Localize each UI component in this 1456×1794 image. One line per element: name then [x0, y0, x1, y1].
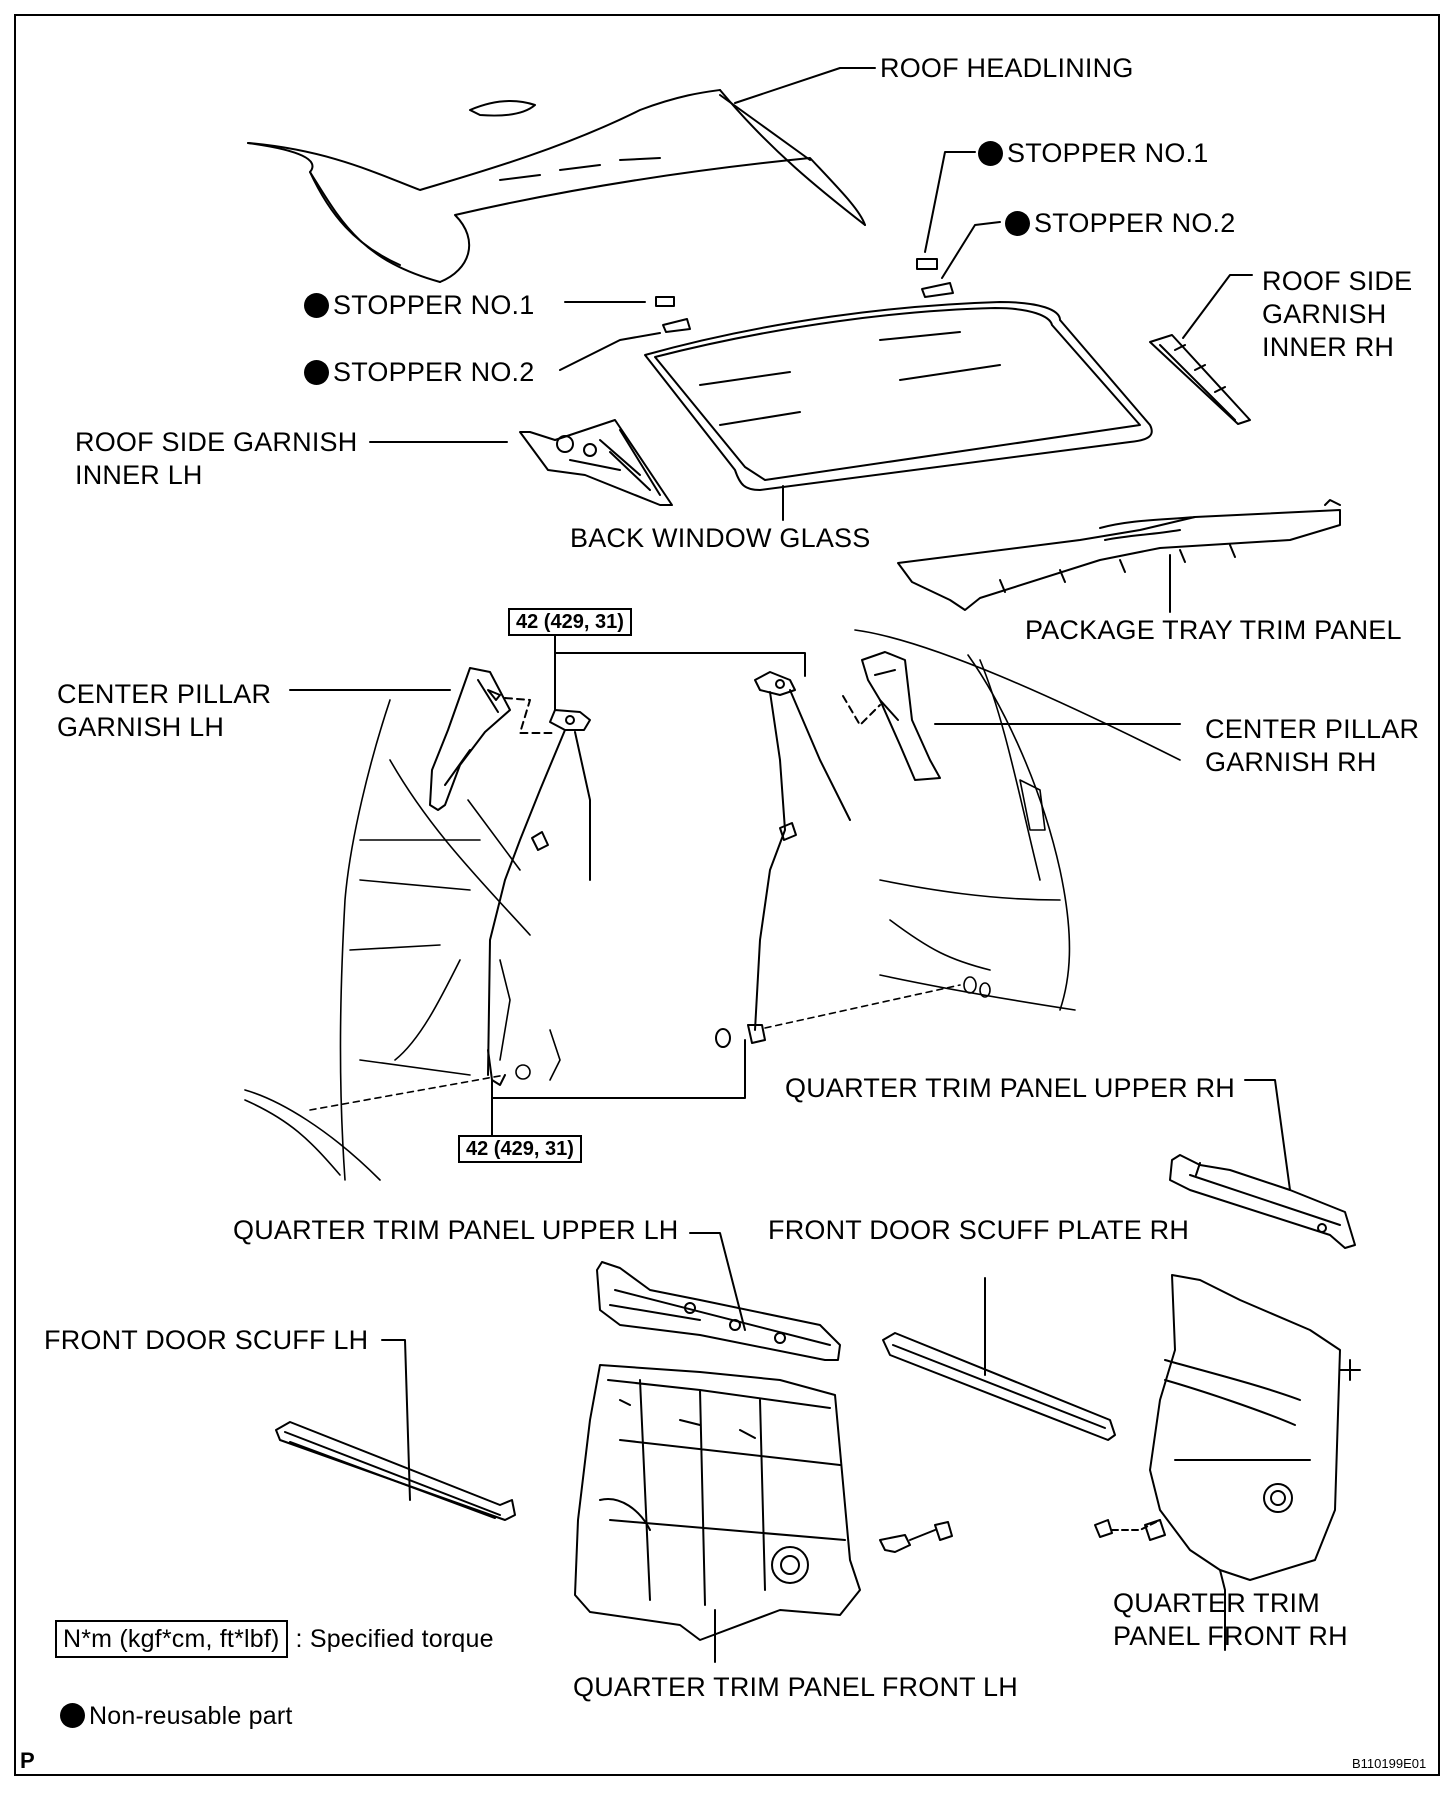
- label-center-pillar-rh-1: CENTER PILLAR: [1205, 714, 1420, 744]
- legend-torque-unit-box: N*m (kgf*cm, ft*lbf): [55, 1620, 288, 1658]
- non-reusable-dot-icon: [304, 293, 329, 318]
- figure-code: B110199E01: [1352, 1756, 1427, 1771]
- label-quarter-trim-front-rh-2: PANEL FRONT RH: [1113, 1621, 1348, 1651]
- quarter-trim-front-rh-part: [1149, 1274, 1361, 1581]
- label-quarter-trim-upper-lh: QUARTER TRIM PANEL UPPER LH: [233, 1215, 679, 1245]
- label-front-door-scuff-rh: FRONT DOOR SCUFF PLATE RH: [768, 1215, 1190, 1245]
- clip-bolt-rh-part: [1094, 1519, 1166, 1541]
- non-reusable-dot-icon: [60, 1703, 85, 1728]
- stopper-no1-left-shape: [655, 296, 675, 307]
- quarter-trim-front-lh-part: [574, 1364, 861, 1641]
- corner-letter: P: [20, 1748, 35, 1773]
- label-quarter-trim-front-lh: QUARTER TRIM PANEL FRONT LH: [573, 1672, 1018, 1702]
- label-roof-side-garnish-lh-1: ROOF SIDE GARNISH: [75, 427, 358, 457]
- center-pillar-garnish-lh-part: [429, 667, 511, 811]
- non-reusable-dot-icon: [978, 141, 1003, 166]
- label-roof-side-garnish-lh-2: INNER LH: [75, 460, 203, 490]
- label-front-door-scuff-lh: FRONT DOOR SCUFF LH: [44, 1325, 369, 1355]
- vehicle-body-lh-outline: [244, 699, 561, 1181]
- torque-spec-upper: 42 (429, 31): [508, 608, 632, 636]
- seat-belt-lh-part: [487, 709, 591, 1086]
- label-roof-side-garnish-rh-1: ROOF SIDE: [1262, 266, 1413, 296]
- diagram-frame: [14, 14, 1440, 1776]
- roof-side-garnish-rh-part: [1149, 334, 1251, 425]
- seat-belt-rh-part: [715, 671, 851, 1048]
- stopper-no2-right-shape: [921, 282, 954, 298]
- legend-non-reusable: Non-reusable part: [60, 1700, 293, 1732]
- label-back-window-glass: BACK WINDOW GLASS: [570, 523, 871, 553]
- non-reusable-dot-icon: [1005, 211, 1030, 236]
- label-stopper-no2-left: STOPPER NO.2: [304, 356, 534, 388]
- label-roof-side-garnish-rh-3: INNER RH: [1262, 332, 1395, 362]
- back-window-glass-part: [644, 301, 1153, 491]
- stopper-no1-right-shape: [916, 258, 938, 270]
- center-pillar-garnish-rh-part: [861, 651, 941, 781]
- label-center-pillar-rh-2: GARNISH RH: [1205, 747, 1377, 777]
- package-tray-trim-panel-part: [897, 499, 1341, 611]
- label-roof-side-garnish-rh-2: GARNISH: [1262, 299, 1387, 329]
- label-stopper-no1-right: STOPPER NO.1: [978, 137, 1208, 169]
- label-stopper-no1-left: STOPPER NO.1: [304, 289, 534, 321]
- front-door-scuff-lh-part: [275, 1421, 516, 1521]
- quarter-trim-upper-rh-part: [1169, 1154, 1356, 1249]
- quarter-trim-upper-lh-part: [596, 1261, 841, 1361]
- clip-bolt-lh-part: [879, 1521, 953, 1553]
- vehicle-body-rh-outline: [764, 629, 1181, 1029]
- front-door-scuff-rh-part: [882, 1332, 1116, 1441]
- label-quarter-trim-upper-rh: QUARTER TRIM PANEL UPPER RH: [785, 1073, 1235, 1103]
- torque-spec-lower: 42 (429, 31): [458, 1135, 582, 1163]
- label-center-pillar-lh-1: CENTER PILLAR: [57, 679, 272, 709]
- legend-torque: N*m (kgf*cm, ft*lbf): Specified torque: [55, 1620, 494, 1658]
- label-stopper-no2-right: STOPPER NO.2: [1005, 207, 1235, 239]
- roof-headlining-part: [247, 89, 866, 283]
- non-reusable-dot-icon: [304, 360, 329, 385]
- label-roof-headlining: ROOF HEADLINING: [880, 53, 1134, 83]
- roof-side-garnish-lh-part: [519, 419, 673, 506]
- label-quarter-trim-front-rh-1: QUARTER TRIM: [1113, 1588, 1320, 1618]
- label-package-tray-trim-panel: PACKAGE TRAY TRIM PANEL: [1025, 615, 1402, 645]
- label-center-pillar-lh-2: GARNISH LH: [57, 712, 225, 742]
